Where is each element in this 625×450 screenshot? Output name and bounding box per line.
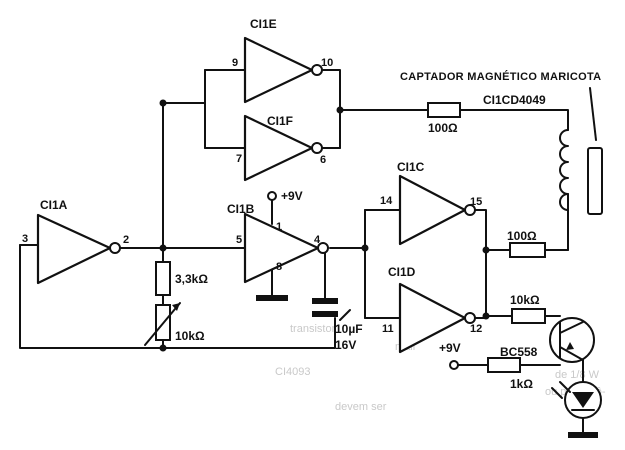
gate-ci1f-pin-out: 6: [320, 154, 326, 166]
gate-ci1b-pin-out: 4: [314, 234, 321, 246]
gate-ci1c-pin-out: 15: [470, 196, 482, 208]
capacitor-voltage: 16V: [335, 338, 356, 352]
junction-pot: [159, 344, 167, 352]
junction-n1: [159, 244, 167, 252]
bg-text-6: devem ser: [335, 401, 387, 413]
gate-ci1d-pin-out: 12: [470, 323, 482, 335]
pickup-title: CAPTADOR MAGNÉTICO MARICOTA: [400, 70, 601, 83]
gate-ci1b-pin-gnd: 8: [276, 261, 282, 273]
gate-ci1a-label: CI1A: [40, 198, 68, 212]
gate-ci1d-label: CI1D: [388, 265, 416, 279]
resistor-10k-base: 10kΩ: [510, 293, 546, 324]
resistor-10k-base-label: 10kΩ: [510, 293, 540, 307]
gate-ci1a-pin-in: 3: [22, 233, 28, 245]
bg-text-1: transistor: [290, 323, 336, 335]
supply-led-label: +9V: [439, 341, 461, 355]
wire-r-top-coil: [459, 109, 569, 131]
pickup-leader: [589, 87, 597, 141]
pickup-coil: CAPTADOR MAGNÉTICO MARICOTA CI1CD4049: [400, 70, 603, 215]
potentiometer-10k-label: 10kΩ: [175, 329, 205, 343]
bg-text-3: CI4093: [275, 366, 310, 378]
gate-ci1f: CI1F 7 6: [236, 114, 326, 182]
gate-ci1d: CI1D 11 12: [382, 265, 482, 354]
transistor-label: BC558: [500, 345, 538, 359]
junction-d-out: [482, 312, 490, 320]
transistor-bc558: BC558: [500, 317, 595, 363]
resistor-1k-label: 1kΩ: [510, 377, 533, 391]
wire-ef-outputs: [321, 69, 341, 149]
resistor-3k3-label: 3,3kΩ: [175, 272, 208, 286]
gate-ci1f-label: CI1F: [267, 114, 293, 128]
gate-ci1c-pin-in: 14: [380, 195, 393, 207]
resistor-1k: 1kΩ: [487, 357, 533, 391]
junction-n3: [482, 246, 490, 254]
gate-ci1c: CI1C 14 15: [380, 160, 482, 246]
gate-ci1e: CI1E 9 10: [232, 17, 333, 104]
capacitor-value: 10µF: [335, 322, 363, 336]
gate-ci1d-pin-in: 11: [382, 323, 394, 335]
wire-feedback-loop: [19, 244, 336, 349]
resistor-100-top-label: 100Ω: [428, 121, 458, 135]
gate-ci1a-pin-out: 2: [123, 234, 129, 246]
supply-b: +9V: [267, 189, 303, 203]
resistor-100-mid: 100Ω: [507, 229, 546, 258]
gate-ci1c-label: CI1C: [397, 160, 425, 174]
wires: [19, 69, 584, 433]
ic-label: CI1CD4049: [483, 93, 546, 107]
bg-text-4: de 1/8 W: [555, 369, 600, 381]
gate-ci1f-pin-in: 7: [236, 153, 242, 165]
supply-led: +9V: [439, 341, 461, 370]
supply-b-label: +9V: [281, 189, 303, 203]
gate-ci1b-label: CI1B: [227, 202, 255, 216]
gate-ci1e-pin-out: 10: [321, 57, 333, 69]
capacitor-10uf: 10µF 16V: [312, 298, 363, 352]
gate-ci1b-pin-vdd: 1: [276, 221, 282, 233]
junction-n2: [361, 244, 369, 252]
gate-ci1a: CI1A 3 2: [22, 198, 129, 285]
gate-ci1b-pin-in: 5: [236, 234, 242, 246]
potentiometer-10k: 10kΩ: [144, 302, 205, 346]
junction-ef: [159, 99, 167, 107]
gate-ci1e-pin-in: 9: [232, 57, 238, 69]
led: [551, 381, 602, 419]
ground-symbols: [256, 295, 598, 438]
resistor-100-mid-label: 100Ω: [507, 229, 537, 243]
resistor-3k3: 3,3kΩ: [155, 261, 208, 296]
junction-ef-out: [336, 106, 344, 114]
ground-b: [256, 295, 288, 301]
gate-ci1e-label: CI1E: [250, 17, 277, 31]
gate-ci1b: CI1B 5 4 1 8: [227, 202, 329, 284]
resistor-100-top: 100Ω: [427, 102, 461, 135]
ground-led: [568, 432, 598, 438]
wire-cd-outputs: [474, 209, 487, 319]
